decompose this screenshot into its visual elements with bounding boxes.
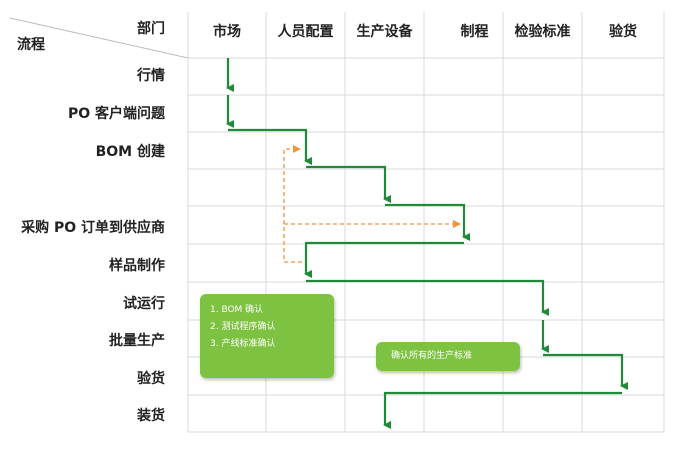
- col-header-equipment: 生产设备: [356, 24, 413, 40]
- dept-header-label: 部门: [137, 21, 165, 37]
- flow-arrow: [383, 391, 622, 429]
- callout-item: 3. 产线标准确认: [210, 339, 276, 349]
- col-header-goods-inspection: 验货: [609, 24, 637, 40]
- row-label-sample-making: 样品制作: [109, 258, 165, 274]
- row-label-inspection: 验货: [137, 371, 165, 387]
- col-header-market: 市场: [213, 24, 241, 40]
- col-header-staffing: 人员配置: [277, 24, 334, 40]
- flow-arrow: [304, 241, 464, 278]
- flow-arrow: [306, 279, 549, 316]
- corner-diagonal: [9, 17, 189, 59]
- callout-production-standards: 确认所有的生产标准: [376, 342, 520, 371]
- callout-item: 1. BOM 确认: [210, 305, 264, 315]
- col-header-inspection-standard: 检验标准: [514, 24, 571, 40]
- callout-item: 2. 测试程序确认: [210, 322, 276, 332]
- row-label-mass-production: 批量生产: [109, 333, 165, 349]
- dashed-feedback-line: [283, 145, 302, 263]
- callout-confirmation-list: 1. BOM 确认 2. 测试程序确认 3. 产线标准确认: [200, 294, 334, 378]
- col-header-process: 制程: [460, 24, 489, 40]
- row-label-market-conditions: 行情: [137, 68, 165, 84]
- row-label-po-customer-issues: PO 客户端问题: [67, 106, 165, 122]
- row-label-trial-run: 试运行: [123, 296, 165, 312]
- flow-header-label: 流程: [17, 37, 45, 53]
- row-label-purchase-po: 采购 PO 订单到供应商: [21, 220, 165, 236]
- flow-arrow: [306, 165, 391, 203]
- row-label-shipping: 装货: [137, 408, 165, 424]
- row-label-bom-creation: BOM 创建: [95, 144, 165, 160]
- flow-arrow: [228, 128, 312, 165]
- flow-arrow: [543, 353, 628, 390]
- flow-arrow: [385, 203, 470, 241]
